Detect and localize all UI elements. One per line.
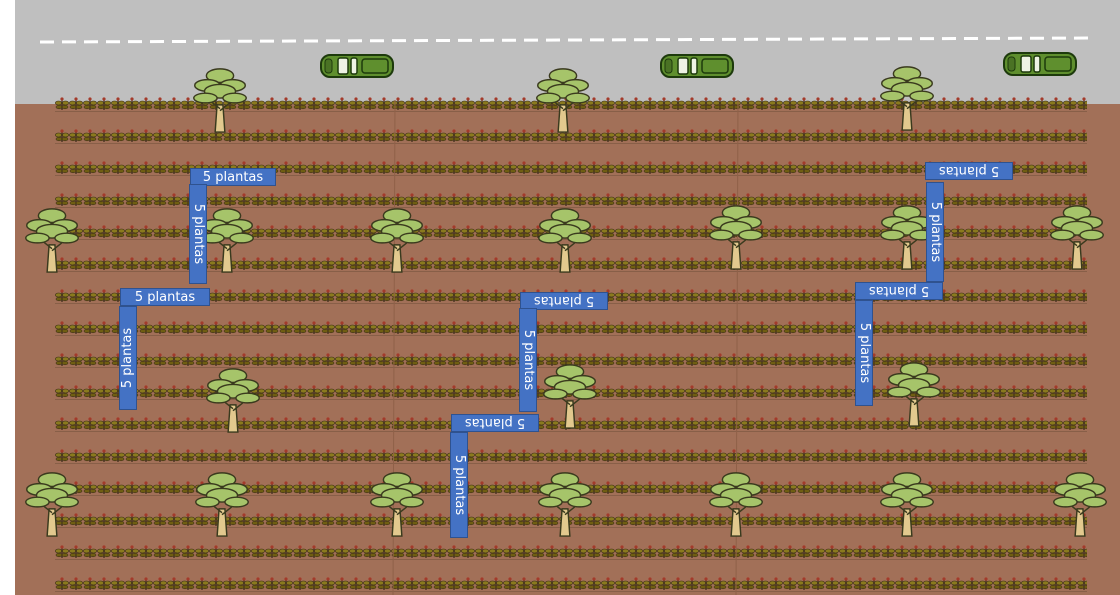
- plant-count-label: 5 plantas: [925, 162, 1013, 180]
- plant-count-label: 5 plantas: [519, 308, 537, 412]
- plant-count-label: 5 plantas: [120, 288, 210, 306]
- plant-count-label: 5 plantas: [450, 432, 468, 538]
- car-icon: [661, 55, 733, 77]
- car-icon: [321, 55, 393, 77]
- plant-count-label: 5 plantas: [189, 184, 207, 284]
- plant-count-label: 5 plantas: [119, 306, 137, 410]
- plant-count-label: 5 plantas: [855, 282, 943, 300]
- car-icon: [1004, 53, 1076, 75]
- plant-count-label: 5 plantas: [926, 182, 944, 282]
- plant-count-label: 5 plantas: [451, 414, 539, 432]
- plant-count-label: 5 plantas: [855, 300, 873, 406]
